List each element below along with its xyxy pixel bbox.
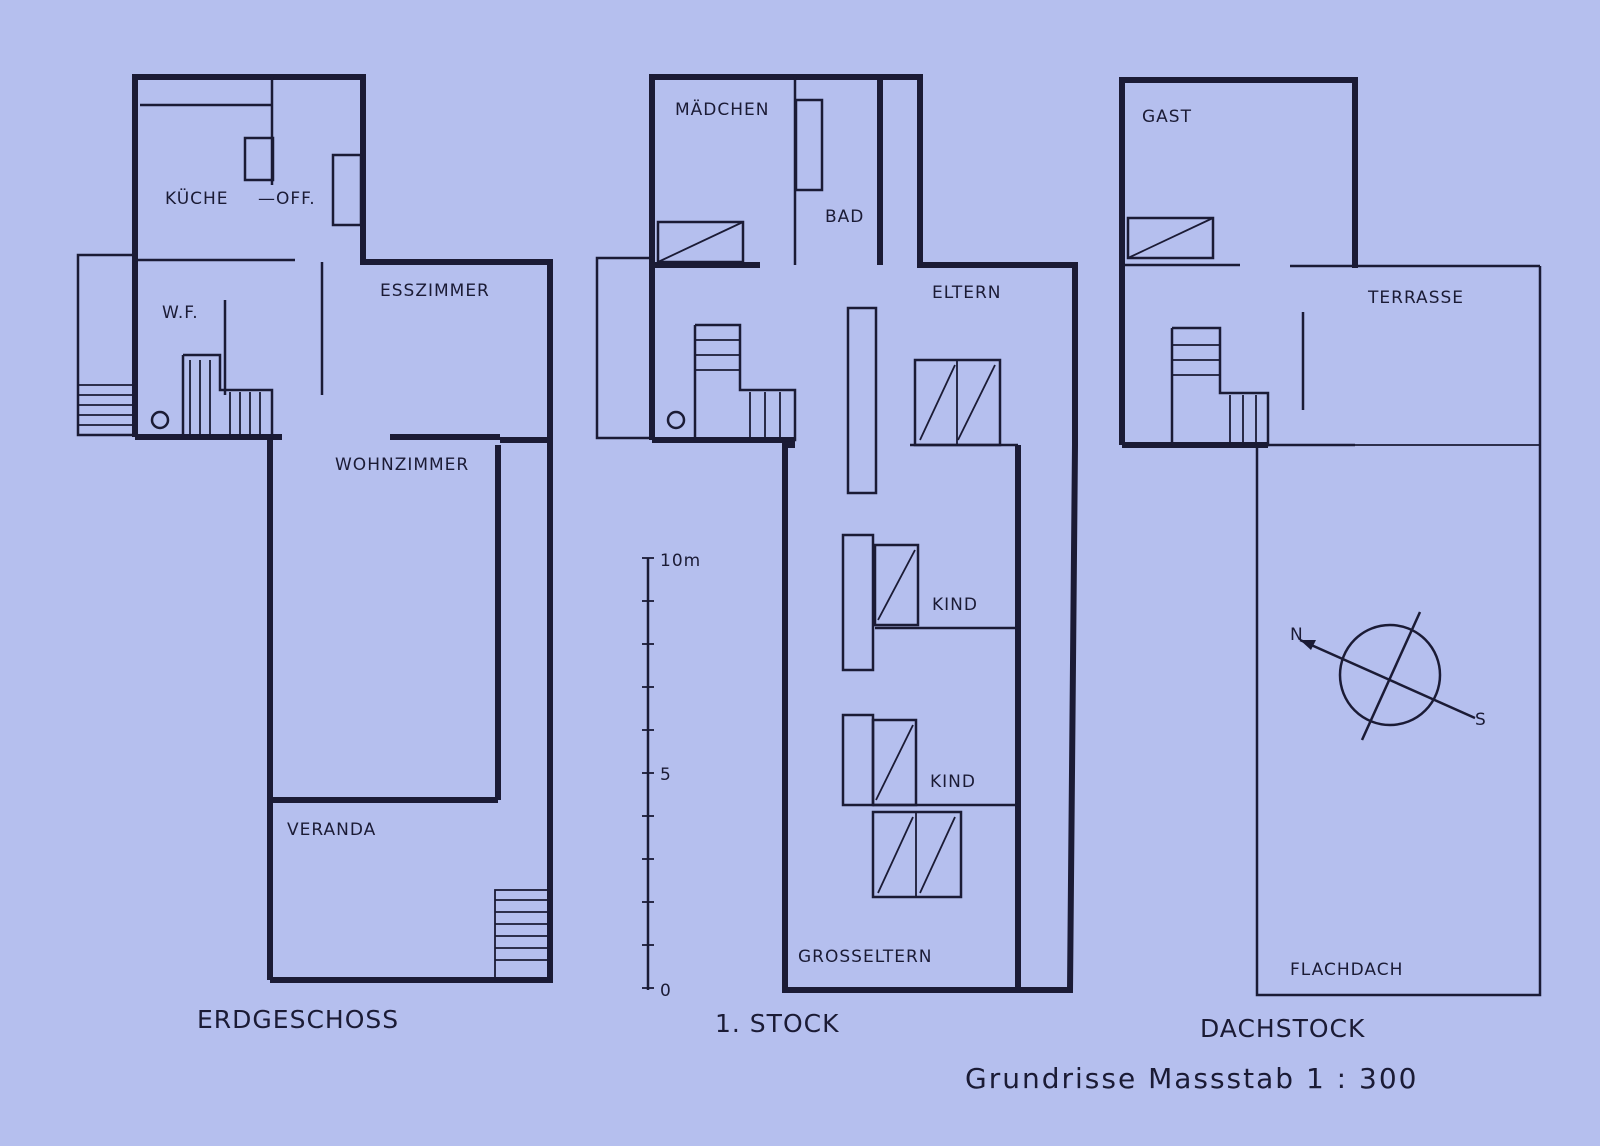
room-label-eltern: ELTERN [932, 283, 1002, 303]
room-label-esszimmer: ESSZIMMER [380, 281, 490, 301]
compass-south: S [1475, 710, 1487, 730]
scale-bar: 10m 5 0 [642, 551, 701, 1001]
room-label-veranda: VERANDA [287, 820, 376, 840]
room-label-kueche: KÜCHE [165, 187, 229, 209]
scale-label-10m: 10m [660, 551, 701, 571]
plan-title-1-stock: 1. STOCK [715, 1009, 839, 1038]
room-label-gast: GAST [1142, 107, 1192, 127]
room-label-grosseltern: GROSSELTERN [798, 947, 932, 967]
plan-title-dachstock: DACHSTOCK [1200, 1014, 1365, 1043]
room-label-office: —OFF. [258, 189, 316, 209]
room-label-wohnzimmer: WOHNZIMMER [335, 455, 469, 475]
room-label-wf: W.F. [162, 303, 199, 323]
room-label-kind-1: KIND [932, 595, 978, 615]
caption: Grundrisse Massstab 1 : 300 [965, 1062, 1418, 1095]
plan-erdgeschoss: KÜCHE —OFF. W.F. ESSZIMMER WOHNZIMMER VE… [76, 74, 553, 1034]
compass-icon: N S [1290, 611, 1487, 741]
room-label-kind-2: KIND [930, 772, 976, 792]
scale-label-0: 0 [660, 981, 672, 1001]
room-label-maedchen: MÄDCHEN [675, 99, 770, 120]
room-label-terrasse: TERRASSE [1367, 288, 1464, 308]
plan-dachstock: N S GAST TERRASSE FLACHDACH DACHSTOCK [1119, 77, 1542, 1043]
compass-north: N [1290, 625, 1304, 645]
room-label-bad: BAD [825, 207, 864, 227]
plan-title-erdgeschoss: ERDGESCHOSS [197, 1005, 399, 1034]
plan-1-stock: MÄDCHEN BAD ELTERN KIND KIND GROSSELTERN… [595, 74, 1078, 1038]
scale-label-5: 5 [660, 765, 672, 785]
room-label-flachdach: FLACHDACH [1290, 960, 1403, 980]
